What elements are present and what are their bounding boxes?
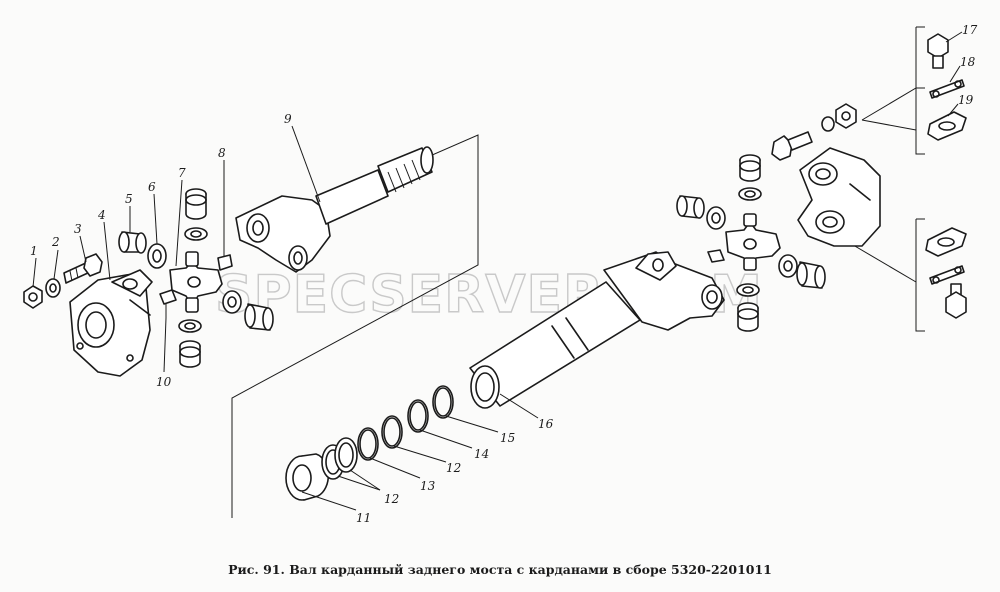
part-bolt-17 <box>927 33 949 69</box>
part-splined-yoke-shaft-9 <box>235 146 434 273</box>
part-bearing-cup-5 <box>118 231 147 254</box>
callout-3: 3 <box>74 222 82 236</box>
callout-6: 6 <box>148 180 156 194</box>
leader-lines <box>32 31 963 511</box>
part-cover-19 <box>927 111 967 141</box>
part-cover-right-lower <box>925 227 967 257</box>
callout-12-lower: 12 <box>384 492 399 506</box>
part-bearing-stack-7-top <box>184 188 208 241</box>
part-flange-yoke-right <box>797 147 881 247</box>
part-bolt-3 <box>63 253 103 284</box>
callout-7: 7 <box>178 166 186 180</box>
callout-8: 8 <box>218 146 226 160</box>
callout-19: 19 <box>958 93 974 107</box>
part-lock-plate-right-lower <box>929 265 965 285</box>
part-bearing-cup-left-joint <box>222 290 274 331</box>
part-cross-spider-left <box>169 251 223 313</box>
callout-5: 5 <box>125 192 133 206</box>
part-flange-yoke-4 <box>69 269 153 377</box>
figure-caption: Рис. 91. Вал карданный заднего моста с к… <box>228 562 772 577</box>
part-bearing-cup-right-b <box>778 254 826 289</box>
bracket-bottom-right <box>847 218 925 332</box>
part-bolt-right-lower <box>945 283 967 319</box>
part-lock-plate-18 <box>929 79 965 99</box>
callout-9: 9 <box>284 112 292 126</box>
callout-11: 11 <box>356 511 371 525</box>
callout-13: 13 <box>420 479 436 493</box>
part-bearing-cup-right-a <box>676 195 726 230</box>
callout-16: 16 <box>538 417 554 431</box>
callout-2: 2 <box>51 235 60 249</box>
callout-10: 10 <box>156 375 172 389</box>
part-ring-12-c <box>381 415 403 449</box>
part-nut-1 <box>23 285 43 309</box>
callout-15: 15 <box>500 431 515 445</box>
part-ring-15 <box>432 385 454 419</box>
callout-12-upper: 12 <box>446 461 461 475</box>
part-ring-12-b <box>334 437 358 473</box>
callout-1: 1 <box>30 244 38 258</box>
part-washer-2 <box>45 278 61 298</box>
bracket-top-right <box>861 26 925 155</box>
callout-4: 4 <box>97 208 106 222</box>
callout-labels: 1 2 3 4 5 6 7 8 9 10 11 12 12 13 14 15 1… <box>30 23 978 525</box>
part-grease-fitting-8 <box>217 244 233 271</box>
part-ring-14 <box>407 399 429 433</box>
part-cross-spider-right <box>707 213 781 271</box>
part-fitting-10 <box>159 289 177 318</box>
part-bearing-stack-right-bottom <box>736 283 760 332</box>
part-ring-13 <box>357 427 379 461</box>
part-seal-6 <box>147 243 167 269</box>
part-bearing-stack-right-top <box>738 154 762 201</box>
callout-18: 18 <box>960 55 976 69</box>
part-bolt-right <box>771 131 813 161</box>
part-bearing-stack-bottom <box>178 319 202 368</box>
callout-14: 14 <box>474 447 489 461</box>
part-washer-right <box>821 103 857 132</box>
callout-17: 17 <box>962 23 978 37</box>
part-tube-shaft-16 <box>469 251 725 409</box>
